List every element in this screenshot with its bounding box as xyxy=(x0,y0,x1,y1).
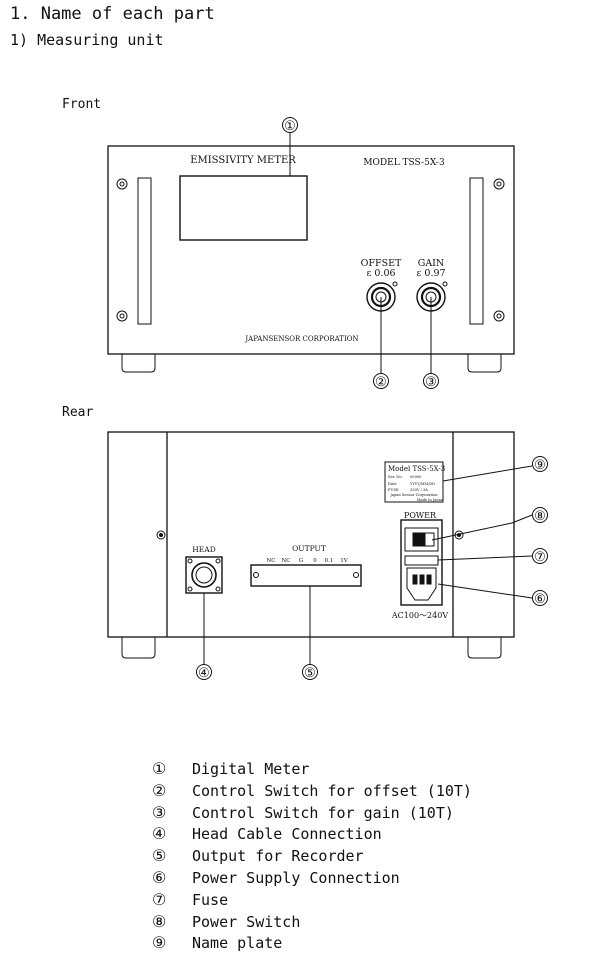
legend-number: ⑤ xyxy=(152,846,167,866)
meter-label: EMISSIVITY METER xyxy=(190,155,296,166)
callout-1-number: ① xyxy=(284,119,296,134)
offset-knob-icon xyxy=(366,281,398,312)
legend-text: Fuse xyxy=(192,890,229,909)
output-terminal-label: 0.1 xyxy=(325,558,334,564)
screw-icon xyxy=(493,178,505,190)
output-terminal-label: 0 xyxy=(313,558,317,564)
right-handle xyxy=(469,177,484,325)
parts-legend: ① Digital Meter ② Control Switch for offse… xyxy=(152,758,472,954)
legend-item: ③ Control Switch for gain (10T) xyxy=(152,802,472,824)
legend-text: Control Switch for gain (10T) xyxy=(192,803,454,822)
nameplate-value: YYYY/MM/DD xyxy=(409,482,435,486)
callout-5-number: ⑤ xyxy=(304,666,316,681)
callout-7 xyxy=(532,548,548,564)
callout-5 xyxy=(302,664,318,680)
callout-2-number: ② xyxy=(375,375,387,390)
output-terminal-label: G xyxy=(299,558,303,564)
legend-item: ② Control Switch for offset (10T) xyxy=(152,780,472,802)
power-inlet-icon xyxy=(400,519,443,606)
offset-value: ε 0.06 xyxy=(366,268,395,279)
legend-text: Digital Meter xyxy=(192,760,310,778)
nameplate-value: 250V / 3A xyxy=(410,488,428,492)
callout-2 xyxy=(373,373,389,389)
maker-label: JAPANSENSOR CORPORATION xyxy=(244,335,358,343)
nameplate-title: Model TSS-5X-3 xyxy=(388,465,445,473)
legend-number: ⑨ xyxy=(152,933,167,953)
front-panel xyxy=(107,117,515,389)
digital-meter-display xyxy=(179,175,308,241)
nameplate-company: Japan Sensor Corporation xyxy=(389,493,438,497)
legend-item: ⑤ Output for Recorder xyxy=(152,845,472,867)
power-label: POWER xyxy=(404,511,437,520)
legend-text: Head Cable Connection xyxy=(192,825,382,844)
gain-label: GAIN xyxy=(418,258,445,269)
callout-6-number: ⑥ xyxy=(534,592,546,607)
screw-icon xyxy=(116,310,128,322)
model-label: MODEL TSS-5X-3 xyxy=(363,158,445,168)
screw-icon xyxy=(493,310,505,322)
legend-item: ① Digital Meter xyxy=(152,758,472,780)
legend-number: ⑦ xyxy=(152,889,167,909)
callout-8-number: ⑧ xyxy=(534,509,546,524)
legend-item: ⑧ Power Switch xyxy=(152,911,472,933)
nameplate-value: 00000 xyxy=(410,475,422,479)
left-handle xyxy=(137,177,152,325)
offset-label: OFFSET xyxy=(361,258,402,269)
output-terminal-icon xyxy=(250,564,362,587)
legend-number: ④ xyxy=(152,824,167,844)
head-connector-icon xyxy=(185,556,223,594)
legend-item: ④ Head Cable Connection xyxy=(152,823,472,845)
nameplate-made-in: Made in Japan xyxy=(417,498,444,502)
screw-icon xyxy=(156,530,166,540)
callout-3-number: ③ xyxy=(425,375,437,390)
front-view-label: Front xyxy=(62,97,102,112)
gain-value: ε 0.97 xyxy=(416,268,445,279)
gain-knob-icon xyxy=(416,281,448,312)
legend-text: Control Switch for offset (10T) xyxy=(192,781,472,800)
callout-1 xyxy=(282,117,298,133)
nameplate-field: FUSE xyxy=(388,488,399,492)
output-terminal-label: 1V xyxy=(340,558,348,564)
callout-7-number: ⑦ xyxy=(534,550,546,565)
legend-text: Power Switch xyxy=(192,912,301,931)
screw-icon xyxy=(116,178,128,190)
head-label: HEAD xyxy=(192,545,215,554)
page-title: 1. Name of each part xyxy=(10,4,215,24)
legend-text: Name plate xyxy=(192,934,283,953)
legend-item: ⑦ Fuse xyxy=(152,889,472,911)
rear-panel xyxy=(107,431,548,680)
callout-4-number: ④ xyxy=(198,666,210,681)
ac-label: AC100～240V xyxy=(391,611,448,620)
callout-6 xyxy=(532,590,548,606)
nameplate xyxy=(384,461,444,503)
section-title: 1) Measuring unit xyxy=(10,31,164,49)
legend-number: ② xyxy=(152,780,167,800)
legend-text: Power Supply Connection xyxy=(192,868,400,887)
callout-3 xyxy=(423,373,439,389)
legend-number: ① xyxy=(152,759,167,778)
output-terminal-label: NC xyxy=(281,558,290,564)
legend-item: ⑨ Name plate xyxy=(152,932,472,954)
callout-9 xyxy=(532,456,548,472)
nameplate-field: Date xyxy=(388,482,397,486)
output-terminal-label: NC xyxy=(266,558,275,564)
rear-view-label: Rear xyxy=(62,405,94,420)
nameplate-field: Ser. No. xyxy=(388,475,403,479)
legend-number: ③ xyxy=(152,802,167,822)
legend-text: Output for Recorder xyxy=(192,847,364,866)
legend-number: ⑧ xyxy=(152,911,167,931)
callout-4 xyxy=(196,664,212,680)
legend-item: ⑥ Power Supply Connection xyxy=(152,867,472,889)
callout-8 xyxy=(532,507,548,523)
callout-9-number: ⑨ xyxy=(534,458,546,473)
output-label: OUTPUT xyxy=(292,544,326,553)
legend-number: ⑥ xyxy=(152,867,167,887)
